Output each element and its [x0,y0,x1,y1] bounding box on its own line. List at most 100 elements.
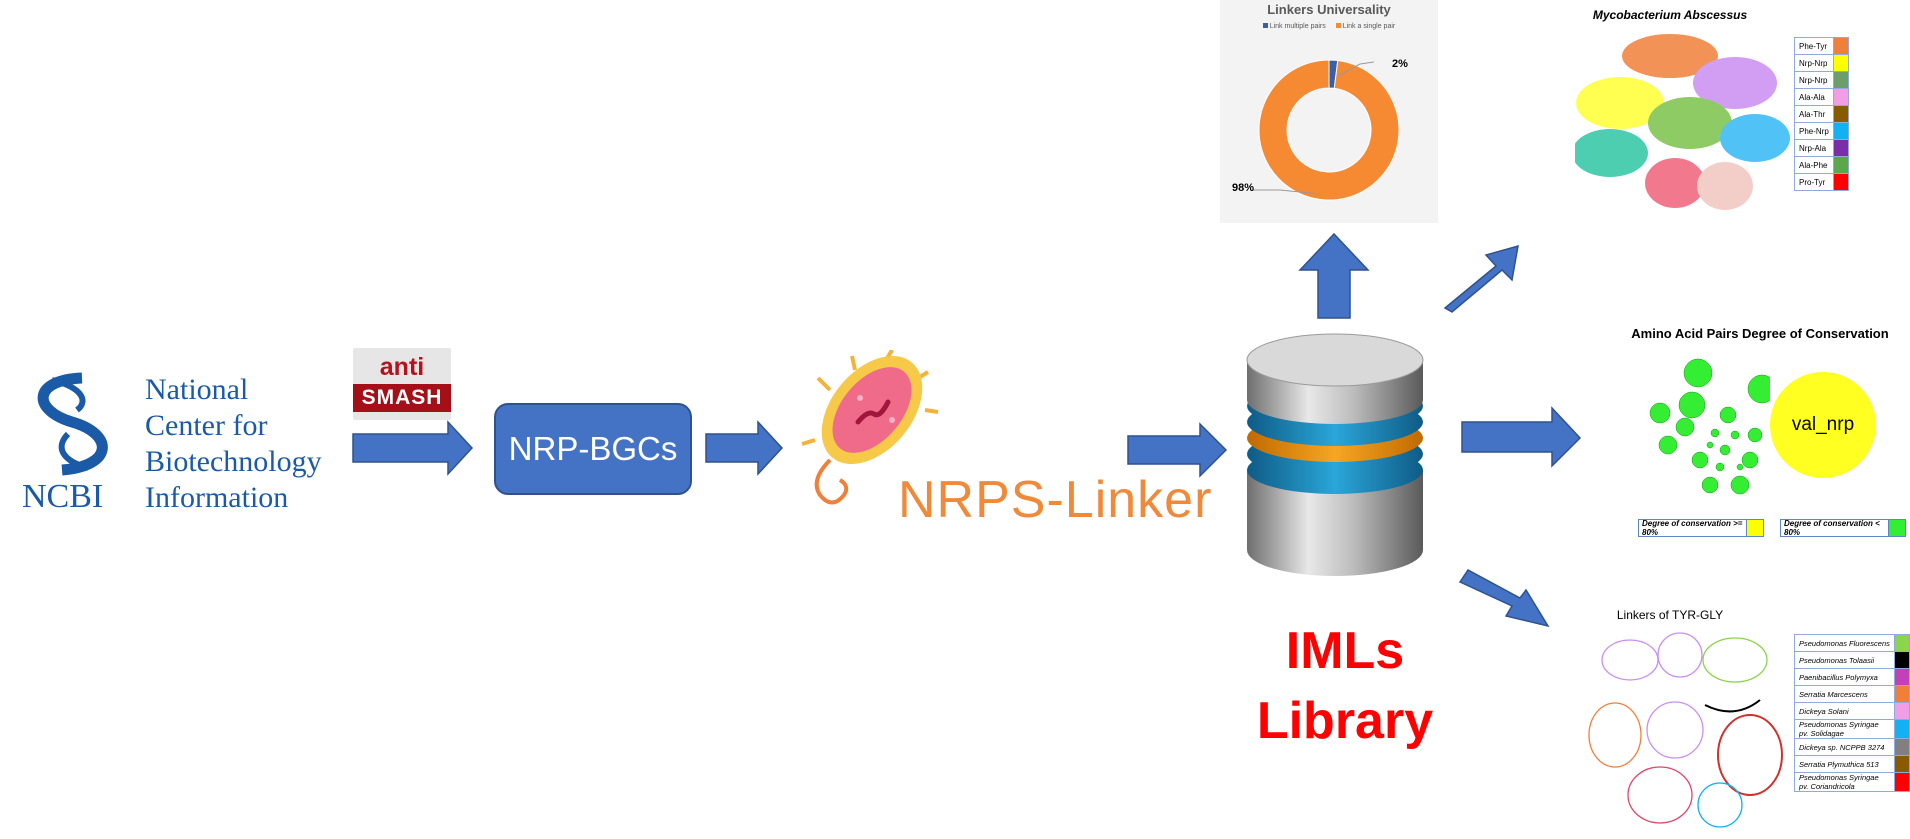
legend-label: Ala-Thr [1794,105,1834,123]
arrow-nrp-to-linker [705,420,784,476]
legend-row: Dickeya sp. NCPPB 3274 [1794,738,1910,756]
legend-swatch [1832,105,1849,123]
legend-swatch [1894,685,1910,703]
legend-label: Nrp-Nrp [1794,54,1834,72]
legend-label: Phe-Tyr [1794,37,1834,55]
legend-row: Ala-Thr [1794,105,1849,123]
legend-swatch [1832,88,1849,106]
legend-label: Nrp-Nrp [1794,71,1834,89]
arrow-linker-to-db [1127,422,1228,478]
legend-swatch [1894,702,1910,720]
legend-swatch [1894,755,1910,773]
donut-leader-line [1337,61,1375,77]
nrp-bgcs-box: NRP-BGCs [494,403,692,495]
ncbi-name: National Center for Biotechnology Inform… [145,372,322,516]
donut-label-2: 2% [1392,58,1408,70]
legend-swatch [1894,738,1910,756]
legend-label: Pseudomonas Tolaasii [1794,651,1895,669]
nrps-linker-label: NRPS-Linker [898,471,1213,529]
bacterium-icon [801,350,939,505]
amino-acid-title: Amino Acid Pairs Degree of Conservation [1631,326,1889,341]
ncbi-line: National [145,373,249,406]
donut-title: Linkers Universality [1267,2,1391,17]
donut-slice [1258,59,1400,201]
legend-row: Pro-Tyr [1794,173,1849,191]
legend-label: Phe-Nrp [1794,122,1834,140]
legend-swatch [1832,71,1849,89]
arrow-db-up [1298,232,1370,319]
val-nrp-node-label: val_nrp [1791,414,1855,435]
legend-label: Serratia Plymuthica 513 [1794,755,1895,773]
legend-swatch [1832,173,1849,191]
donut-legend: Link multiple pairs Link a single pair [1220,23,1438,30]
legend-row: Pseudomonas Syringae pv. Coriandricola [1794,772,1910,792]
donut-chart [1250,59,1400,201]
mycobacterium-network [1575,34,1790,210]
legend-row: Phe-Nrp [1794,122,1849,140]
legend-row: Pseudomonas Fluorescens [1794,634,1910,652]
conservation-legend-low-label: Degree of conservation < 80% [1784,519,1880,537]
legend-swatch [1832,139,1849,157]
legend-label: Dickeya Solani [1794,702,1895,720]
conservation-swatch-low [1887,520,1905,536]
linkers-universality-panel: Linkers Universality Link multiple pairs… [1220,0,1438,223]
legend-row: Nrp-Ala [1794,139,1849,157]
ncbi-helix-icon [37,372,108,476]
legend-label: Pseudomonas Syringae pv. Coriandricola [1794,772,1895,792]
legend-swatch [1894,668,1910,686]
legend-label: Pro-Tyr [1794,173,1834,191]
ncbi-logo-label: NCBI [22,478,104,515]
legend-row: Nrp-Nrp [1794,54,1849,72]
legend-label: Ala-Phe [1794,156,1834,174]
legend-row: Pseudomonas Syringae pv. Solidagae [1794,719,1910,739]
legend-swatch [1894,634,1910,652]
ncbi-line: Information [145,481,289,514]
legend-label: Pseudomonas Fluorescens [1794,634,1895,652]
database-icon [1246,333,1424,576]
legend-row: Serratia Marcescens [1794,685,1910,703]
donut-leader-line [1250,189,1321,195]
amino-acid-cluster [1649,358,1770,495]
legend-swatch [1894,772,1910,792]
conservation-legend-high-label: Degree of conservation >= 80% [1642,519,1743,537]
legend-row: Serratia Plymuthica 513 [1794,755,1910,773]
ncbi-line: Biotechnology [145,445,322,478]
legend-swatch [1832,122,1849,140]
antismash-logo: anti SMASH [353,348,451,420]
legend-row: Ala-Ala [1794,88,1849,106]
val-nrp-node: val_nrp [1770,372,1876,478]
donut-legend-item: Link multiple pairs [1262,23,1326,30]
arrow-db-upright [1443,244,1519,313]
legend-swatch [1894,719,1910,739]
legend-label: Ala-Ala [1794,88,1834,106]
legend-swatch [1832,54,1849,72]
iml-library-label: IMLs Library [1230,616,1460,756]
legend-label: Serratia Marcescens [1794,685,1895,703]
conservation-swatch-high [1746,520,1763,536]
donut-legend-item: Link a single pair [1335,23,1395,30]
ncbi-line: Center for [145,409,268,442]
legend-label: Pseudomonas Syringae pv. Solidagae [1794,719,1895,739]
iml-line-1: IMLs [1285,622,1405,680]
legend-label: Nrp-Ala [1794,139,1834,157]
legend-label: Dickeya sp. NCPPB 3274 [1794,738,1895,756]
legend-row: Nrp-Nrp [1794,71,1849,89]
conservation-legend-high: Degree of conservation >= 80% [1638,519,1764,537]
legend-swatch [1832,156,1849,174]
nrp-bgcs-label: NRP-BGCs [508,430,678,467]
legend-row: Dickeya Solani [1794,702,1910,720]
antismash-bottom-text: SMASH [353,384,451,412]
legend-swatch [1832,37,1849,55]
tyr-gly-network [1588,632,1783,828]
antismash-top-text: anti [379,353,425,381]
mycobacterium-title: Mycobacterium Abscessus [1592,8,1748,22]
legend-swatch [1894,651,1910,669]
tyr-gly-title: Linkers of TYR-GLY [1616,608,1724,622]
arrow-db-downright [1458,569,1550,628]
arrow-ncbi-to-nrp [352,420,474,476]
donut-label-98: 98% [1232,182,1255,194]
legend-label: Paenibacillus Polymyxa [1794,668,1895,686]
